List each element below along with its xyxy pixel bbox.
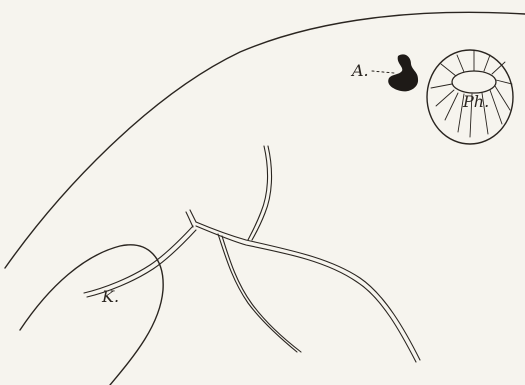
label-k: K. (101, 287, 119, 306)
leader-line-a (372, 71, 394, 73)
label-a: A. (350, 61, 369, 80)
label-ph: Ph. (462, 92, 489, 111)
body-outline (5, 12, 525, 268)
vessel-network (84, 146, 420, 362)
lobe-k-outline (20, 245, 163, 385)
